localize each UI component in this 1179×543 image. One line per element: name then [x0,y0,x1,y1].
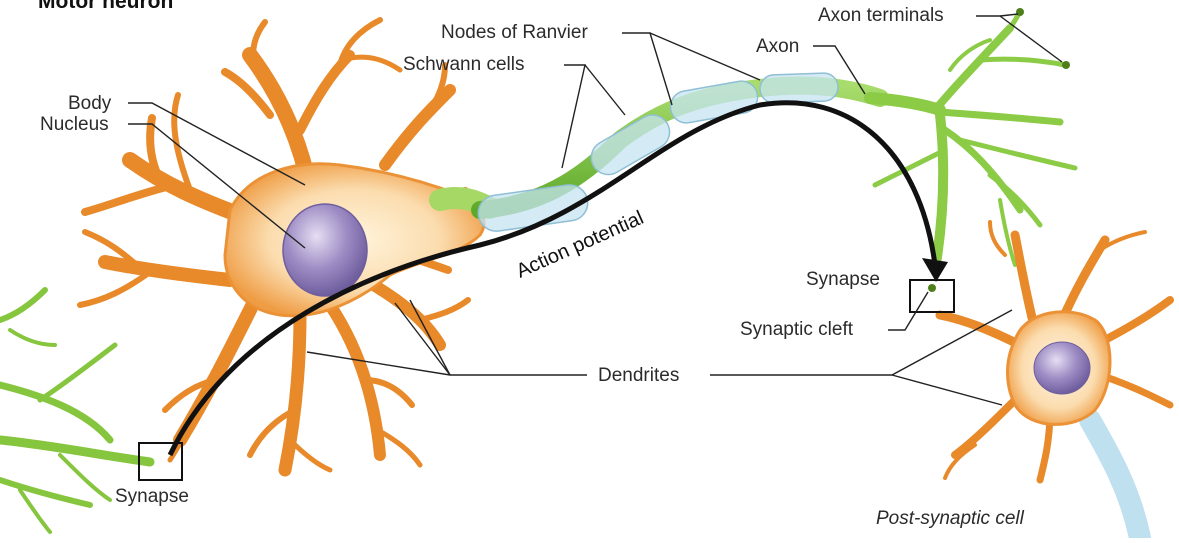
synapse-box-top [909,279,955,313]
axon-terminal-branches [864,9,1078,275]
label-axon-terminals: Axon terminals [818,5,944,26]
label-dendrites: Dendrites [598,365,680,386]
diagram-title: Motor neuron [38,0,174,13]
action-potential-arrowhead [922,258,948,282]
post-synaptic-nucleus [1033,341,1091,395]
label-body: Body [68,93,112,114]
label-schwann-cells: Schwann cells [403,54,525,75]
axon-terminal-bulb [1062,61,1070,69]
label-synapse-bottom: Synapse [115,486,189,507]
axon-terminal-bulb [928,284,936,292]
label-post-synaptic-cell: Post-synaptic cell [876,508,1024,529]
dendrite-branches [77,17,471,477]
action-potential-arrow [167,100,938,457]
nucleus [282,203,368,297]
axon-terminal-bulb [1016,8,1024,16]
incoming-axon-terminals [0,287,155,534]
post-synaptic-axon [1079,409,1151,543]
label-axon: Axon [756,36,800,57]
myelin-sheaths [477,72,839,232]
label-nucleus: Nucleus [40,114,109,135]
leader-lines [128,13,1063,406]
synapse-box-bottom [138,442,183,481]
label-nodes-of-ranvier: Nodes of Ranvier [441,22,588,43]
label-synapse-top: Synapse [806,269,880,290]
label-synaptic-cleft: Synaptic cleft [740,319,853,340]
